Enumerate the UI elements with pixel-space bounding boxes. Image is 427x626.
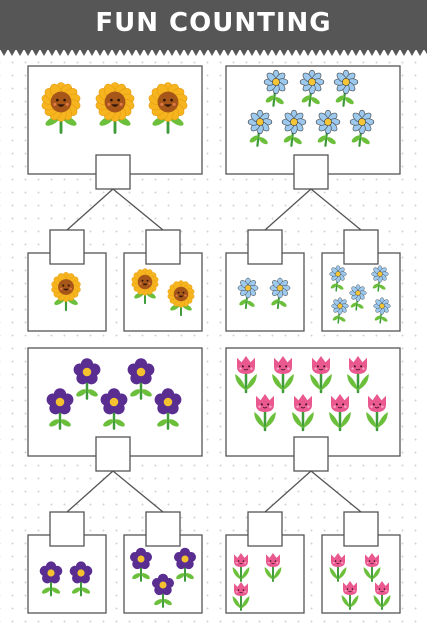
connector-line-right [112,188,164,231]
purple-flower-icon [151,573,175,608]
page-title: FUN COUNTING [95,8,332,38]
purple-flower-icon [69,561,93,597]
bluedaisy-flower-icon [373,297,391,324]
tulip-flower-icon [232,553,250,582]
total-answer-box [95,436,131,472]
tulip-flower-icon [235,356,257,394]
purple-flower-icon [39,561,63,597]
right-answer-box [343,511,379,547]
purple-flower-icon [173,547,197,582]
tulip-flower-icon [272,356,294,394]
total-answer-box [95,154,131,190]
purple-flower-icon [73,358,101,400]
sunflower-flower-icon [41,82,81,134]
left-picture-box [225,534,305,614]
bluedaisy-flower-icon [331,297,349,324]
tulip-flower-icon [254,394,276,432]
right-answer-box [145,229,181,265]
right-answer-box [145,511,181,547]
bluedaisy-flower-icon [237,277,259,310]
bluedaisy-flower-icon [299,69,325,107]
connector-line-left [66,470,114,513]
bluedaisy-flower-icon [333,69,359,107]
connector-line-left [264,188,312,231]
tulip-flower-icon [373,581,391,610]
left-picture-box [225,252,305,332]
bluedaisy-flower-icon [315,109,341,147]
total-answer-box [293,154,329,190]
tulip-flower-icon [329,553,347,582]
purple-flower-icon [154,388,182,430]
tulip-flower-icon [292,394,314,432]
tulip-flower-icon [363,553,381,582]
tulip-flower-icon [366,394,388,432]
left-answer-box [247,229,283,265]
left-answer-box [49,229,85,265]
purple-flower-icon [129,547,153,582]
connector-line-left [66,188,114,231]
bluedaisy-flower-icon [281,109,307,147]
bluedaisy-flower-icon [263,69,289,107]
bluedaisy-flower-icon [371,265,389,292]
tulip-flower-icon [264,553,282,582]
tulip-flower-icon [310,356,332,394]
purple-flower-icon [127,358,155,400]
bluedaisy-flower-icon [349,109,375,147]
purple-flower-icon [100,388,128,430]
connector-line-right [310,470,362,513]
sunflower-flower-icon [51,272,81,312]
sunflower-flower-icon [167,280,195,317]
tulip-flower-icon [341,581,359,610]
sunflower-flower-icon [95,82,135,134]
connector-line-right [112,470,164,513]
bluedaisy-flower-icon [269,277,291,310]
tulip-flower-icon [329,394,351,432]
page-header [0,0,427,50]
sunflower-flower-icon [148,82,188,134]
header-zigzag-border [0,49,427,56]
sunflower-flower-icon [131,268,159,305]
purple-flower-icon [46,388,74,430]
bluedaisy-flower-icon [247,109,273,147]
bluedaisy-flower-icon [329,265,347,292]
left-answer-box [247,511,283,547]
total-answer-box [293,436,329,472]
tulip-flower-icon [347,356,369,394]
left-picture-box [27,534,107,614]
right-answer-box [343,229,379,265]
bluedaisy-flower-icon [349,284,367,311]
connector-line-left [264,470,312,513]
connector-line-right [310,188,362,231]
left-answer-box [49,511,85,547]
tulip-flower-icon [232,582,250,611]
